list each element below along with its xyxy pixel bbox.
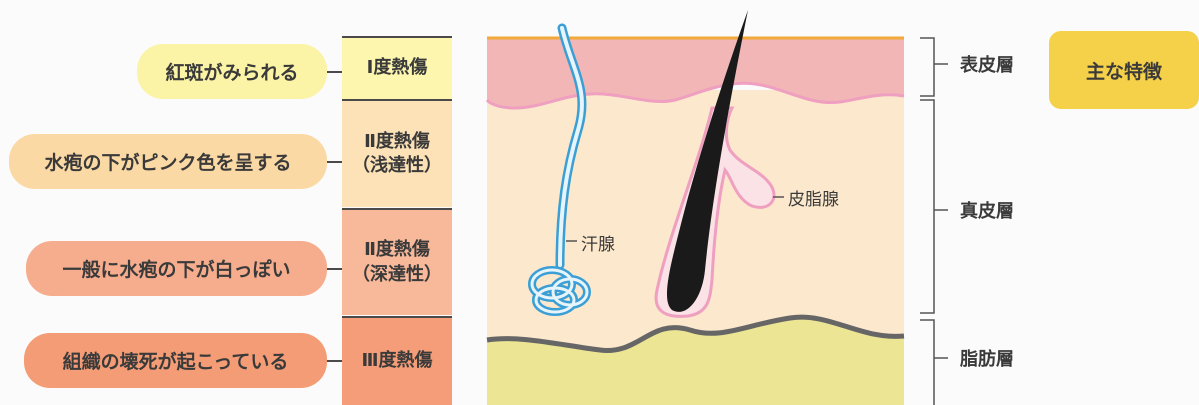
sebaceous-gland-label: 皮脂腺 [788, 185, 839, 210]
subcutaneous-label: 脂肪層 [960, 345, 1014, 371]
epidermis-label: 表皮層 [960, 51, 1014, 77]
layer-brackets [920, 38, 948, 405]
main-features-box: 主な特徴 [1049, 31, 1199, 109]
main-features-label: 主な特徴 [1086, 57, 1162, 84]
sweat-gland-label: 汗腺 [581, 230, 615, 255]
dermis-label: 真皮層 [960, 197, 1014, 223]
